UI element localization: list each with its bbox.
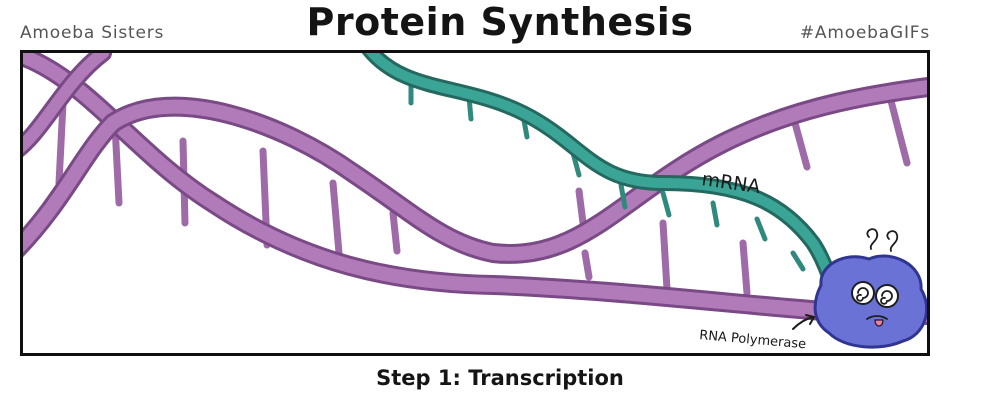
mrna-base-stub [660,190,672,218]
brand-hashtag-right: #AmoebaGIFs [799,23,930,43]
brand-watermark-left: Amoeba Sisters [20,23,165,43]
arrow-head-icon [805,314,815,325]
dna-outer-strand-edge [23,53,112,157]
dna-base-pairs-right [575,89,911,297]
base-pair-rung [55,99,67,187]
polymerase-pointer-arrow [792,316,814,330]
mrna-strand [361,53,841,297]
base-pair-stub [659,219,671,293]
base-pair-stub [885,89,911,167]
diagram-title: Protein Synthesis [306,0,694,44]
base-pair-rung [329,179,343,257]
rna-polymerase-label: RNA Polymerase [699,328,807,352]
dizzy-swirl-icon [886,230,899,252]
base-pair-rung [111,121,123,207]
base-pair-rung [389,209,401,255]
step-caption: Step 1: Transcription [376,366,624,390]
polymerase-mouth [866,315,888,320]
base-pair-stub [791,119,811,171]
transcription-illustration: mRNA RNA Polymerase [23,53,927,352]
diagram-panel: mRNA RNA Polymerase [20,50,930,356]
polymerase-tongue [874,319,884,327]
rna-polymerase-enzyme [813,228,927,349]
dizzy-swirl-icon [866,228,879,250]
mrna-base-stub [754,216,768,242]
base-pair-stub [739,239,751,297]
mrna-base-stub [790,250,806,272]
dna-strand-b [23,77,927,264]
mrna-base-stub [618,182,628,210]
mrna-base-stub [710,200,720,228]
base-pair-stub [581,249,593,281]
base-pair-stub [575,187,587,227]
